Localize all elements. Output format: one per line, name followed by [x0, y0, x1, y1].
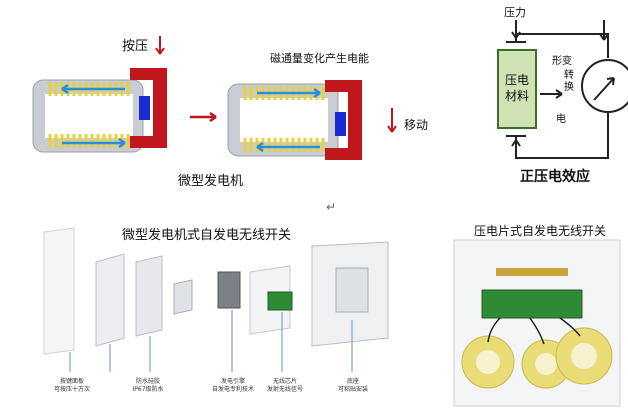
part-name: 按键面板 — [59, 378, 84, 385]
part-name: 发电引擎 — [220, 378, 245, 385]
generator-caption: 微型发电机 — [178, 174, 244, 189]
part-name: 防水硅胶 — [135, 378, 160, 385]
silicone-inner — [135, 255, 163, 337]
piezo-disc-center — [571, 343, 597, 369]
piezo-circuit — [497, 20, 628, 159]
meter-circle — [581, 59, 628, 113]
move-label: 移动 — [404, 118, 429, 132]
meter-needle — [593, 77, 615, 101]
move-arrow — [387, 108, 397, 133]
part-name: 无线芯片 — [272, 378, 297, 385]
button-panel — [43, 227, 75, 355]
elec-label: 电 — [556, 114, 566, 125]
magnet-red — [325, 80, 362, 160]
part-name: 底座 — [346, 378, 359, 385]
piezo-discs — [461, 327, 613, 389]
deform-label: 形变 — [552, 56, 572, 67]
pressure-label: 压力 — [504, 6, 526, 19]
magnet-red — [130, 68, 167, 148]
piezo-disc-center — [476, 350, 500, 374]
exploded-switch — [43, 227, 389, 372]
antenna — [496, 268, 568, 276]
part-caption-panel: 按键面板 可按压十万次 — [52, 378, 92, 394]
callout-lines — [69, 310, 353, 372]
piezo-switch — [453, 239, 621, 407]
flux-arrow-lower — [62, 137, 126, 149]
flux-arrow-upper — [61, 83, 125, 95]
part-caption-chip: 无线芯片 发射无线信号 — [262, 378, 308, 394]
deform-arrow — [540, 89, 563, 99]
generator-engine — [217, 271, 241, 309]
part-caption-base: 底座 可粘贴安装 — [332, 378, 374, 394]
press-label: 按压 — [122, 39, 149, 54]
switch-title: 微型发电机式自发电无线开关 — [122, 228, 292, 243]
piezo-caption: 正压电效应 — [520, 169, 590, 185]
part-caption-silicone: 防水硅胶 IP67级防水 — [126, 378, 170, 394]
generator-right — [227, 80, 397, 160]
flux-label: 磁通量变化产生电能 — [270, 52, 369, 65]
piezo-switch-title: 压电片式自发电无线开关 — [474, 224, 607, 238]
part-desc: 发射无线信号 — [266, 386, 303, 393]
piezo-material-box — [497, 49, 537, 129]
flux-arrow-upper — [257, 87, 321, 99]
pcb-board — [481, 289, 583, 319]
transition-arrow — [190, 111, 217, 123]
convert-label: 转换 — [564, 70, 574, 93]
part-caption-engine: 发电引擎 自发电专利技术 — [208, 378, 258, 394]
part-desc: IP67级防水 — [132, 386, 164, 393]
flux-arrow-lower — [256, 141, 320, 153]
return-glyph: ↵ — [326, 200, 337, 214]
coil-lower — [243, 138, 325, 152]
press-arrow — [155, 36, 165, 55]
part-desc: 可粘贴安装 — [337, 386, 368, 393]
magnet-blue — [139, 96, 150, 120]
part-desc: 可按压十万次 — [53, 386, 90, 393]
wireless-chip — [267, 291, 293, 311]
generator-left — [32, 36, 167, 153]
bracket — [173, 279, 193, 315]
core-gap — [45, 94, 133, 138]
lead-wires — [487, 317, 581, 345]
piezo-disc-center — [535, 353, 557, 375]
part-desc: 自发电专利技术 — [211, 386, 254, 393]
silicone-cover — [95, 253, 125, 347]
current-arrow — [599, 20, 609, 41]
base-inner — [335, 267, 369, 313]
material-label: 压电材料 — [504, 73, 529, 103]
magnet-blue — [335, 112, 346, 136]
core-gap — [240, 98, 328, 142]
